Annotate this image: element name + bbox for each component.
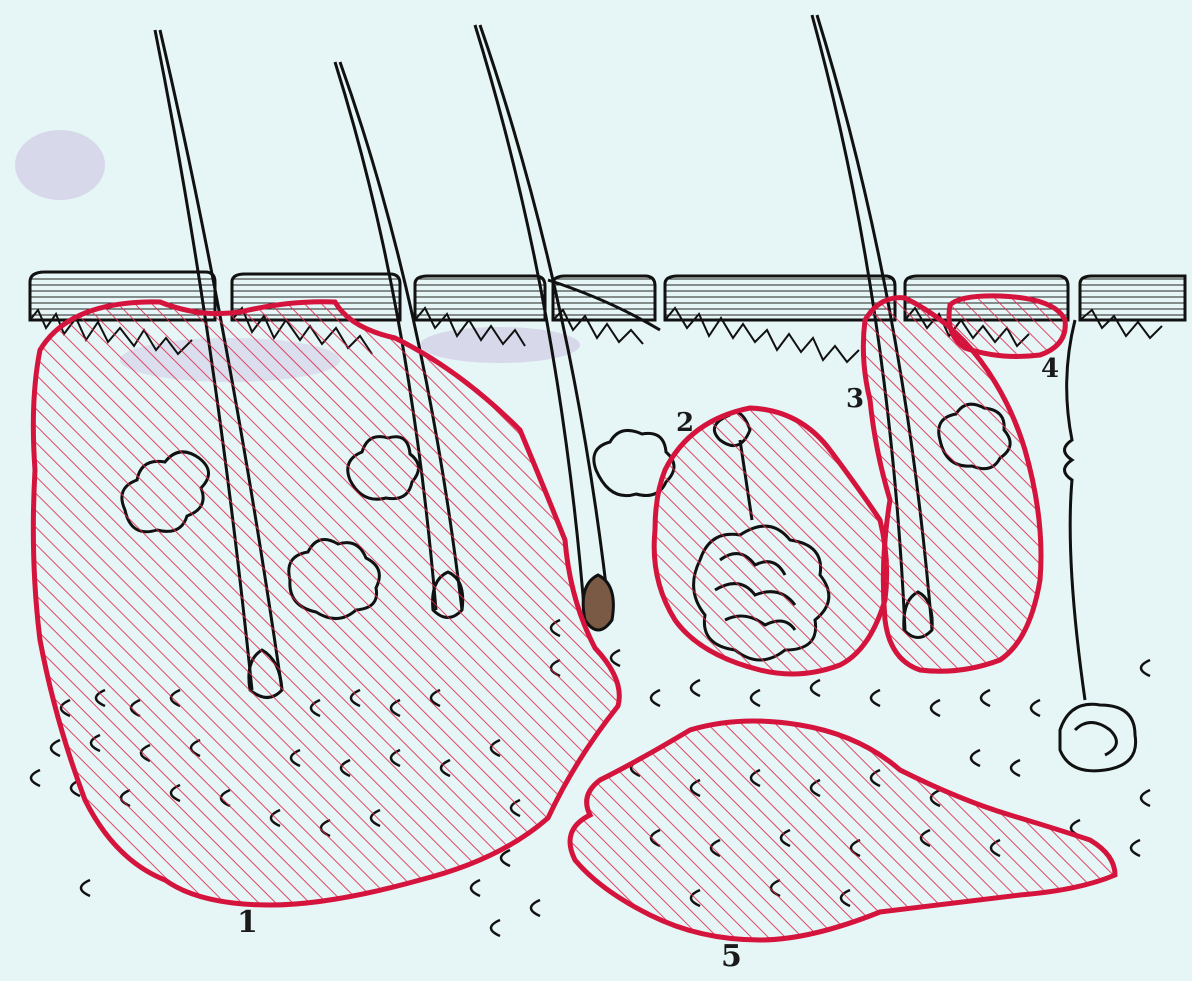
label-region-3: 3 — [846, 386, 864, 412]
pigmented-hair-bulb — [583, 575, 613, 630]
label-region-5: 5 — [721, 942, 742, 972]
lesion-region-1 — [33, 302, 619, 905]
lesion-region-4 — [949, 296, 1065, 357]
label-region-4: 4 — [1041, 356, 1059, 382]
label-region-2: 2 — [676, 410, 694, 436]
lesion-region-5 — [570, 721, 1115, 940]
lesion-region-2 — [654, 408, 887, 674]
label-region-1: 1 — [237, 908, 258, 938]
lesion-regions — [33, 296, 1115, 940]
